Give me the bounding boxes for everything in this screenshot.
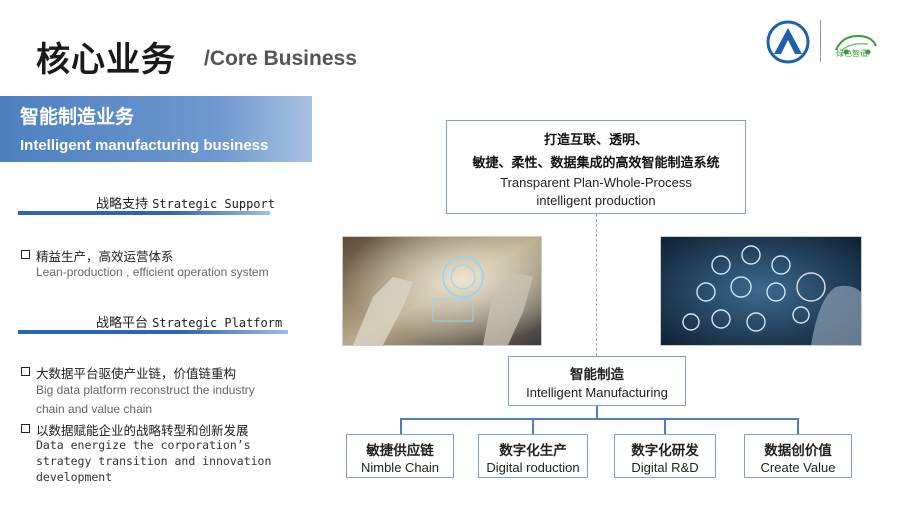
bullet-square-icon <box>21 424 30 433</box>
platform-bullet-1-cn: 大数据平台驱使产业链，价值链重构 <box>36 366 237 381</box>
leaf-label-en: Digital R&D <box>631 460 699 475</box>
section-title-en: Intelligent manufacturing business <box>20 137 269 154</box>
page-title: 核心业务 <box>36 40 176 80</box>
page-subtitle: /Core Business <box>204 47 357 70</box>
connector-bar <box>400 418 798 420</box>
leaf-label-cn: 数据创价值 <box>764 443 832 459</box>
platform-heading-en: Strategic Platform <box>152 316 283 330</box>
leaf-label-en: Digital roduction <box>486 460 580 475</box>
support-bullet-en: Lean-production , efficient operation sy… <box>36 265 269 279</box>
connector-stem <box>596 406 598 418</box>
platform-underline <box>18 330 288 334</box>
leaf-label-en: Nimble Chain <box>360 460 440 475</box>
connector-drop <box>400 418 402 434</box>
leaf-label-cn: 数字化研发 <box>631 443 699 459</box>
core-box: 智能制造 Intelligent Manufacturing <box>508 356 686 406</box>
logo-text: 绿色智造 <box>836 49 868 58</box>
section-title-cn: 智能制造业务 <box>20 106 135 128</box>
leaf-box-nimble-chain: 敏捷供应链 Nimble Chain <box>346 434 454 478</box>
platform-bullet-2-en3: development <box>36 470 113 484</box>
platform-bullet-2-en1: Data energize the corporation’s <box>36 438 251 452</box>
core-label-cn: 智能制造 <box>570 367 624 383</box>
support-bullet-cn: 精益生产，高效运营体系 <box>36 249 174 264</box>
goal-line-4: intelligent production <box>536 193 656 208</box>
robot-arm-photo <box>342 236 542 346</box>
bullet-square-icon <box>21 367 30 376</box>
connector-drop <box>532 418 534 434</box>
platform-heading-cn: 战略平台 <box>96 316 149 331</box>
logo-divider <box>820 20 821 62</box>
support-heading: 战略支持 Strategic Support <box>96 193 275 212</box>
platform-bullet-2-en2: strategy transition and innovation <box>36 454 272 468</box>
platform-bullet-1-en1: Big data platform reconstruct the indust… <box>36 383 255 397</box>
platform-heading: 战略平台 Strategic Platform <box>96 312 282 331</box>
connector-drop <box>797 418 799 434</box>
support-heading-cn: 战略支持 <box>96 197 149 212</box>
goal-line-1: 打造互联、透明、 <box>543 133 648 148</box>
leaf-label-cn: 敏捷供应链 <box>366 443 434 459</box>
leaf-box-digital-rd: 数字化研发 Digital R&D <box>614 434 716 478</box>
goal-box: 打造互联、透明、 敏捷、柔性、数据集成的高效智能制造系统 Transparent… <box>446 120 746 214</box>
tech-icons-photo <box>660 236 862 346</box>
goal-line-3: Transparent Plan-Whole-Process <box>500 175 692 190</box>
leaf-box-digital-production: 数字化生产 Digital roduction <box>478 434 588 478</box>
platform-bullet-1-en2: chain and value chain <box>36 402 153 416</box>
company-logo-icon <box>766 20 810 64</box>
connector-drop <box>664 418 666 434</box>
section-banner <box>0 96 312 162</box>
platform-bullet-2-cn: 以数据赋能企业的战略转型和创新发展 <box>36 423 249 438</box>
leaf-box-create-value: 数据创价值 Create Value <box>744 434 852 478</box>
support-underline <box>18 211 270 215</box>
dashed-connector <box>596 214 597 356</box>
support-heading-en: Strategic Support <box>152 197 275 211</box>
leaf-label-en: Create Value <box>760 460 836 475</box>
goal-line-2: 敏捷、柔性、数据集成的高效智能制造系统 <box>472 156 720 171</box>
bullet-square-icon <box>21 250 30 259</box>
leaf-label-cn: 数字化生产 <box>499 443 567 459</box>
core-label-en: Intelligent Manufacturing <box>526 385 668 400</box>
green-car-logo-icon <box>835 34 877 55</box>
